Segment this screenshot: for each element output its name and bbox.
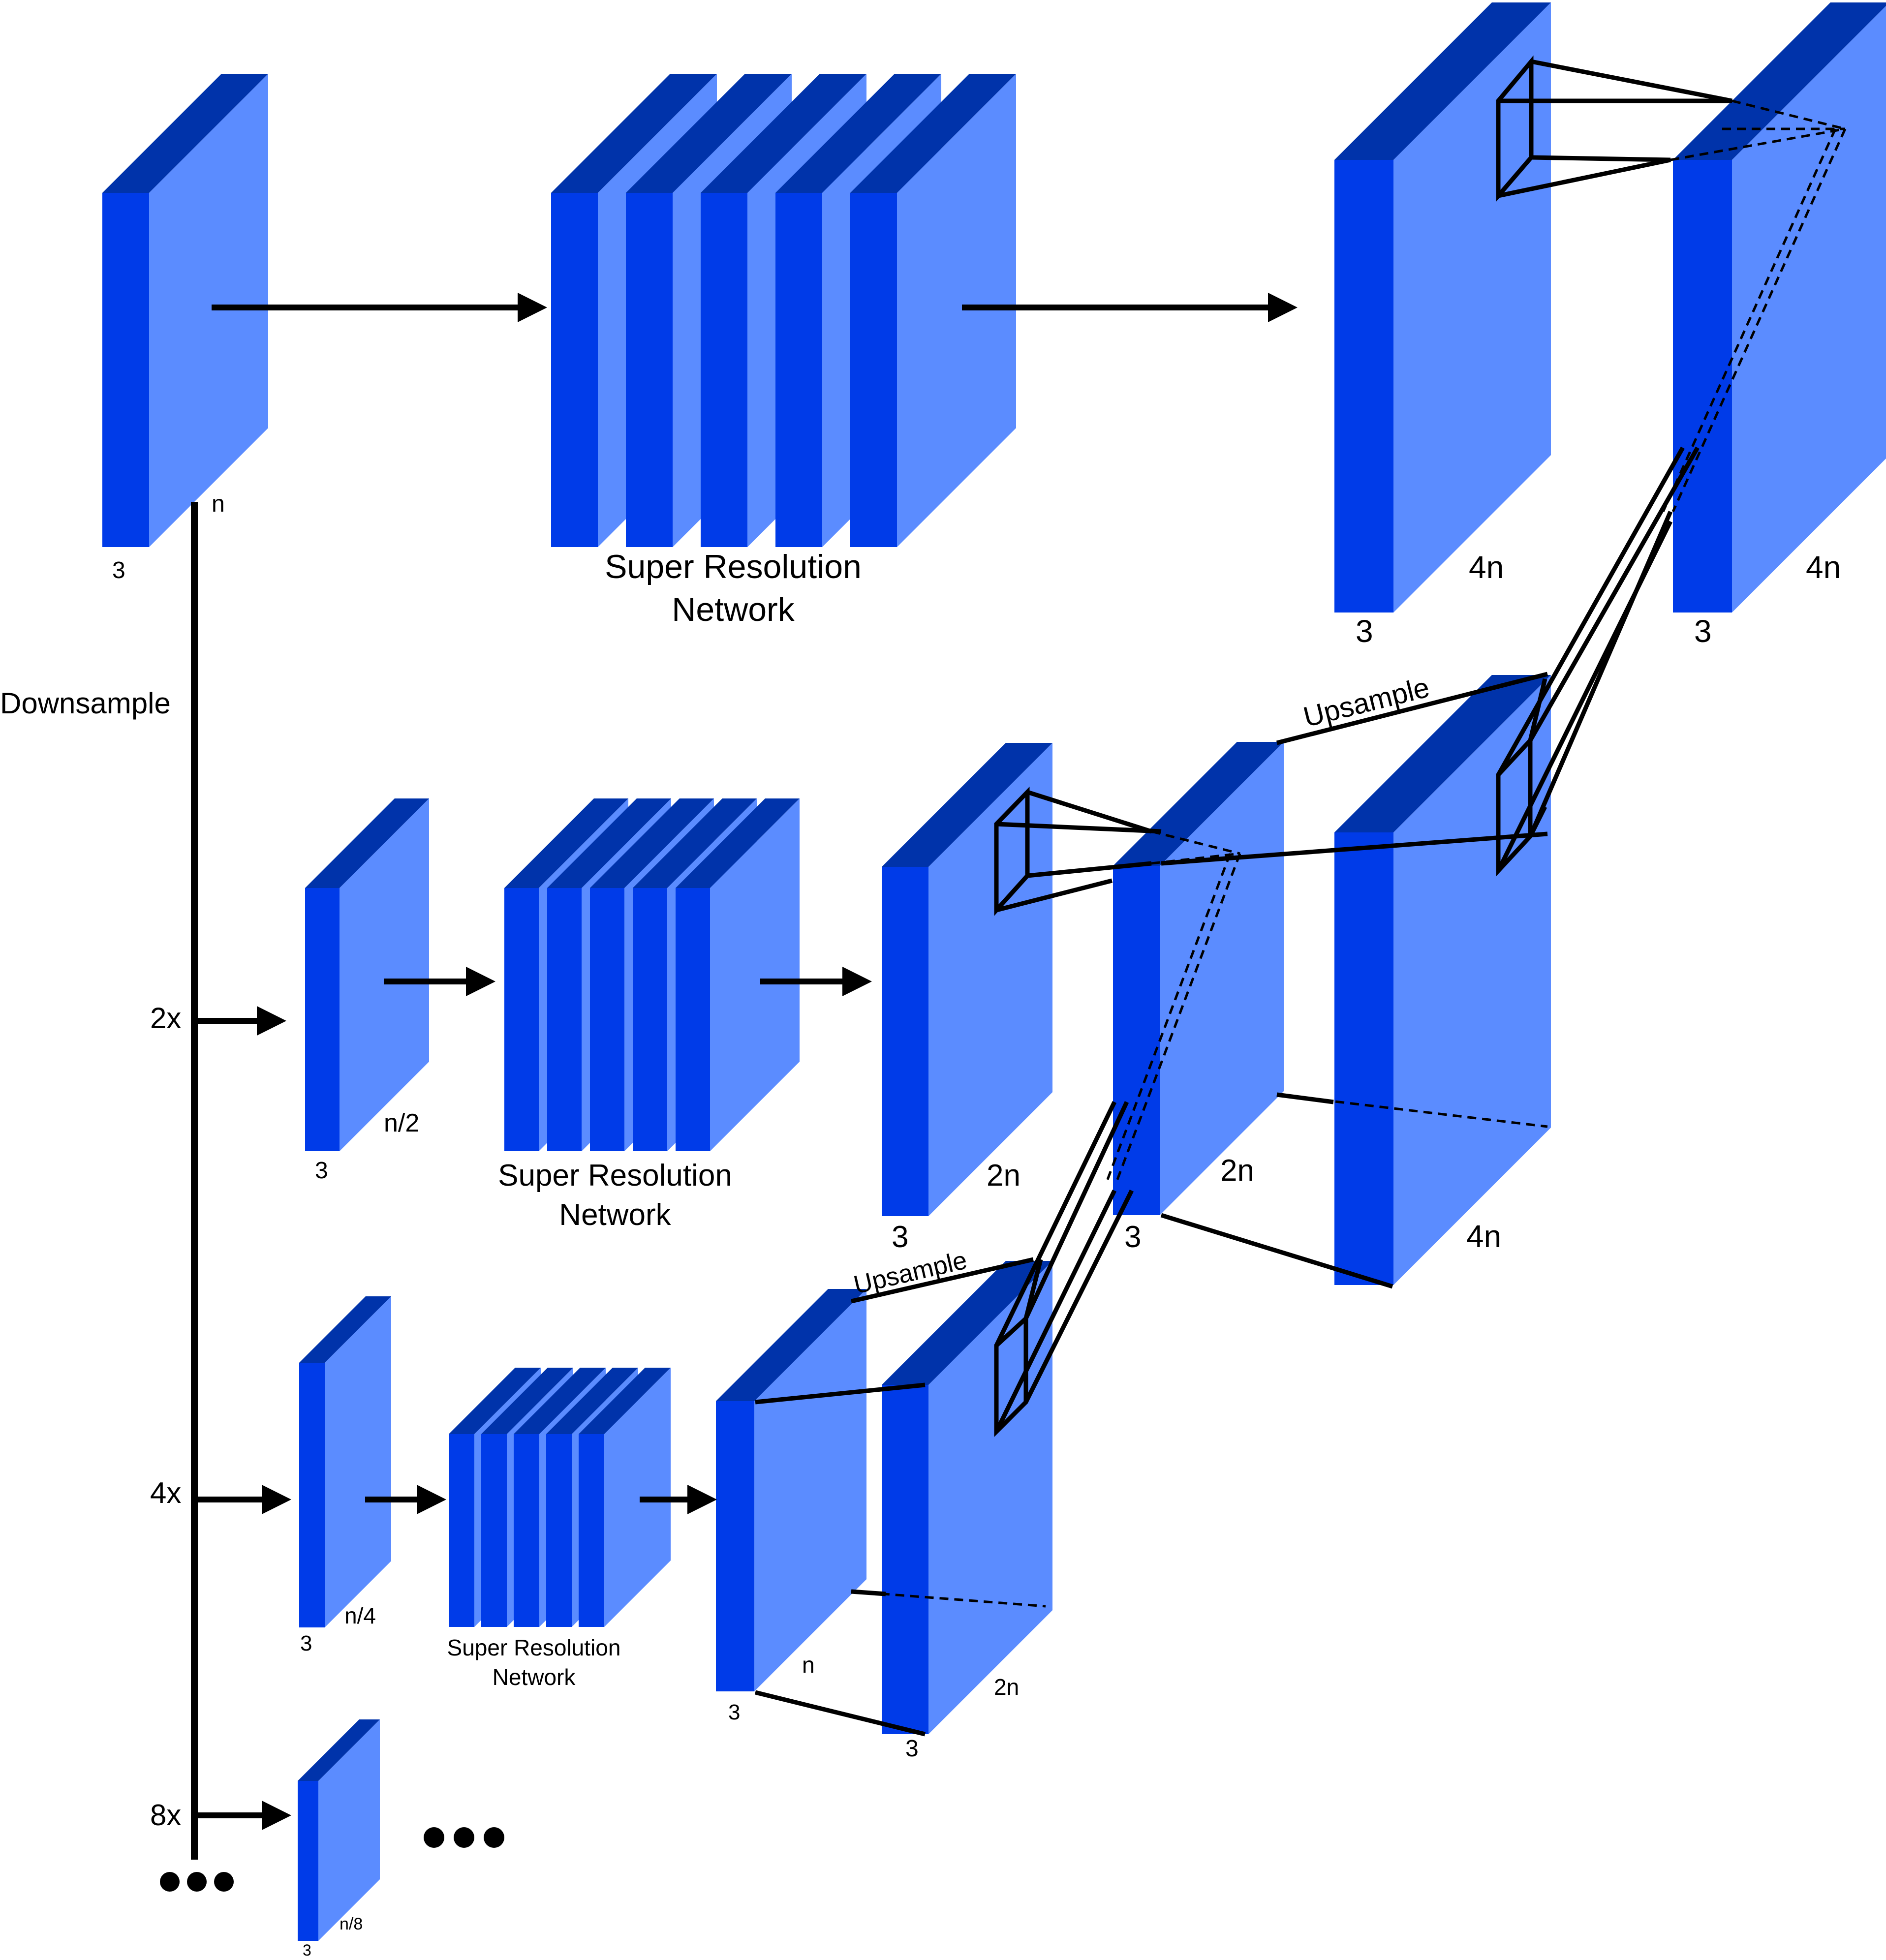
receptive-field-row3-up [994,1101,1134,1437]
row3-input-depth: 3 [300,1631,312,1655]
upsample-lines-row2 [1160,672,1548,1289]
row3-up-depth: 3 [905,1736,919,1762]
row2-up-size: 4n [1466,1219,1501,1254]
row1-input-block [102,74,268,547]
row2-out-block [882,743,1052,1216]
row3-network-label-2: Network [493,1664,576,1690]
ellipsis-icon [160,1872,234,1892]
row2-network-label-2: Network [559,1198,671,1232]
row3-input-block [299,1296,391,1627]
row2-upsample-label: Upsample [1300,671,1432,733]
row3-upsample-label: Upsample [851,1246,970,1300]
row2-up-block [1334,675,1551,1285]
row1-out-b-size: 4n [1806,550,1841,585]
row4-input-block [298,1719,380,1941]
row3-out-depth: 3 [728,1700,740,1724]
row3-input-size: n/4 [344,1603,376,1628]
row3-out-size: n [802,1652,815,1678]
row2-network-label-1: Super Resolution [498,1159,732,1193]
receptive-field-row1 [1496,55,1847,513]
row2-mid-size: 2n [1220,1154,1254,1188]
row3-network-label-1: Super Resolution [447,1635,621,1660]
row2-input-size: n/2 [384,1109,419,1137]
receptive-field-row2-up [1496,446,1700,877]
row2-out-size: 2n [987,1159,1020,1193]
scale-4x-label: 4x [150,1476,181,1509]
row1-network-block [850,74,1016,547]
scale-2x-label: 2x [150,1002,181,1035]
row1-out-b-block [1673,2,1886,612]
row1-out-b-depth: 3 [1694,613,1712,649]
downsample-label: Downsample [0,687,171,720]
row1-out-a-block [1334,2,1551,612]
row2-mid-block [1113,742,1284,1215]
row1-out-a-depth: 3 [1356,613,1373,649]
receptive-field-row2 [994,786,1241,1181]
row3-network-block [579,1368,671,1627]
row2-mid-depth: 3 [1124,1220,1141,1254]
row2-input-depth: 3 [315,1158,328,1184]
scale-8x-label: 8x [150,1799,181,1832]
row3-out-block [716,1289,866,1691]
row2-input-block [305,798,429,1151]
row1-out-a-size: 4n [1469,550,1504,585]
row1-input-depth: 3 [112,557,125,583]
row2-out-depth: 3 [892,1220,908,1254]
row3-up-size: 2n [994,1674,1019,1700]
ellipsis-icon [424,1827,504,1848]
row4-input-depth: 3 [303,1941,311,1959]
row1-input-size: n [212,491,225,517]
row1-network-label-1: Super Resolution [605,548,862,585]
row4-input-size: n/8 [340,1915,363,1933]
upsample-lines-row3 [754,1257,1046,1737]
row1-network-label-2: Network [672,591,795,628]
row2-network-block [676,798,800,1151]
